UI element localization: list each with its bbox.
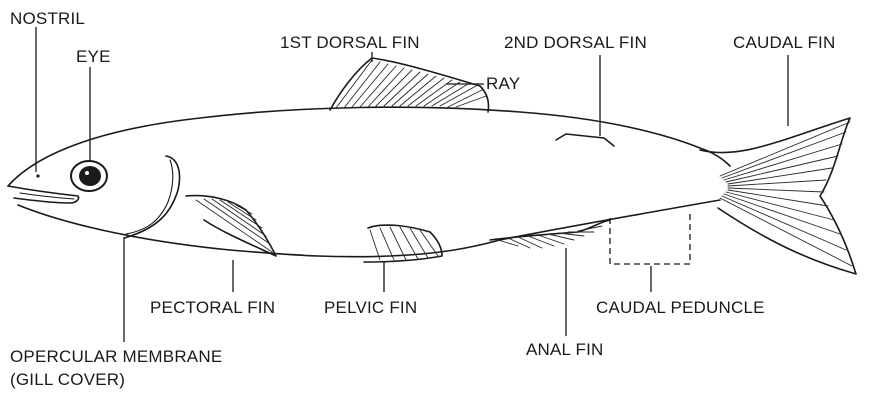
first-dorsal-fin-drawing — [330, 58, 489, 112]
label-caudal-fin: CAUDAL FIN — [733, 33, 835, 52]
fish-body — [8, 107, 730, 257]
label-ray: RAY — [486, 74, 520, 93]
label-pelvic-fin: PELVIC FIN — [324, 298, 417, 317]
label-caudal-peduncle: CAUDAL PEDUNCLE — [596, 298, 765, 317]
second-dorsal-fin-drawing — [556, 134, 614, 146]
label-first-dorsal-fin: 1ST DORSAL FIN — [280, 33, 420, 52]
label-opercular-membrane: OPERCULAR MEMBRANE — [10, 347, 222, 366]
anal-fin-drawing — [490, 220, 610, 248]
label-anal-fin: ANAL FIN — [526, 340, 604, 359]
label-nostril: NOSTRIL — [10, 9, 85, 28]
label-pectoral-fin: PECTORAL FIN — [150, 298, 275, 317]
caudal-peduncle-bracket — [610, 214, 690, 264]
leader-lines — [36, 27, 788, 342]
label-second-dorsal-fin: 2ND DORSAL FIN — [504, 33, 647, 52]
caudal-fin-drawing — [700, 118, 856, 274]
label-eye: EYE — [76, 47, 111, 66]
label-gill-cover: (GILL COVER) — [10, 370, 125, 389]
eye-drawing — [71, 161, 107, 191]
